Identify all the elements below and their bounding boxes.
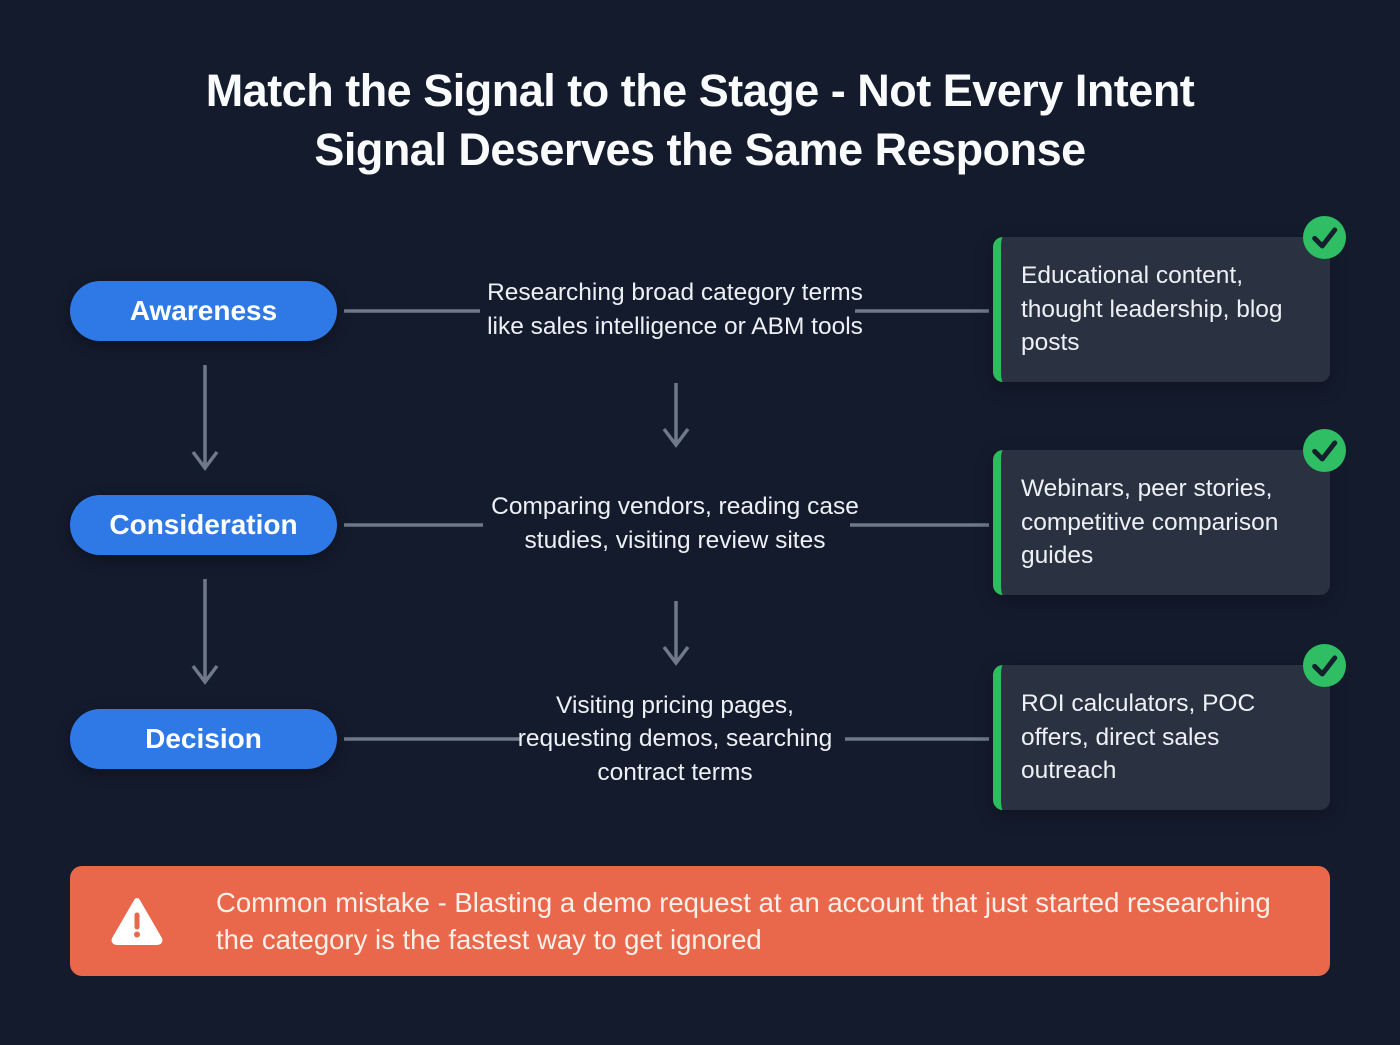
warning-banner: Common mistake - Blasting a demo request… (70, 866, 1330, 976)
warning-message: Common mistake - Blasting a demo request… (216, 886, 1271, 955)
response-card-awareness: Educational content, thought leadership,… (993, 216, 1346, 382)
stage-label: Consideration (109, 509, 298, 540)
warning-triangle-icon (110, 896, 164, 946)
stage-pill-consideration: Consideration (70, 495, 337, 555)
page-title: Match the Signal to the Stage - Not Ever… (205, 65, 1195, 175)
check-icon (1303, 644, 1346, 687)
arrow-down-icon (662, 601, 690, 666)
arrow-down-icon (191, 579, 219, 685)
response-description: Webinars, peer stories, competitive comp… (1021, 474, 1279, 570)
check-icon (1303, 216, 1346, 259)
stage-label: Awareness (129, 295, 278, 326)
signal-description: Comparing vendors, reading case studies,… (491, 493, 859, 554)
arrow-down-icon (191, 365, 219, 471)
response-card-decision: ROI calculators, POC offers, direct sale… (993, 644, 1346, 810)
signal-description: Researching broad category terms like sa… (487, 279, 863, 340)
response-card-consideration: Webinars, peer stories, competitive comp… (993, 429, 1346, 595)
signal-description: Visiting pricing pages, requesting demos… (517, 691, 833, 786)
signal-text-awareness: Researching broad category terms like sa… (483, 250, 867, 370)
stage-pill-decision: Decision (70, 709, 337, 769)
check-icon (1303, 429, 1346, 472)
stage-label: Decision (145, 723, 262, 754)
response-description: Educational content, thought leadership,… (1021, 261, 1283, 357)
signal-text-consideration: Comparing vendors, reading case studies,… (483, 464, 867, 584)
signal-text-decision: Visiting pricing pages, requesting demos… (483, 664, 867, 814)
arrow-down-icon (662, 383, 690, 448)
response-description: ROI calculators, POC offers, direct sale… (1021, 689, 1256, 785)
stage-pill-awareness: Awareness (70, 281, 337, 341)
